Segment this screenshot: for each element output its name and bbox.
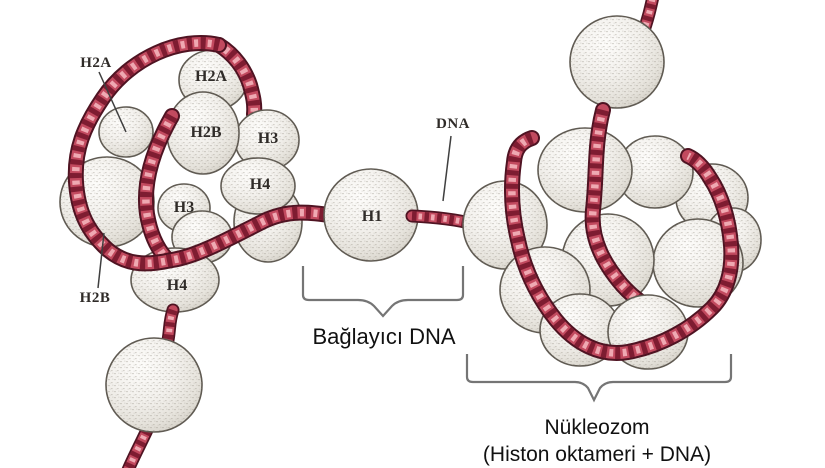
sphere-stipple (221, 158, 295, 214)
left-histone-octamer (59, 43, 336, 468)
label-nucleosome-title: Nükleozom (544, 416, 649, 439)
label-dna: DNA (436, 116, 470, 132)
label-linker-dna: Bağlayıcı DNA (312, 324, 455, 349)
sphere-stipple (106, 338, 202, 432)
pointer-line-dna (442, 135, 452, 202)
pointer-line-h2b (97, 232, 105, 289)
label-h1: H1 (362, 208, 382, 225)
label-h3-sphere: H3 (258, 130, 278, 147)
sphere-stipple (617, 136, 693, 208)
label-h2b-outer: H2B (80, 290, 111, 306)
label-h3-inner: H3 (174, 199, 194, 216)
label-h4-sphere: H4 (250, 176, 270, 193)
sphere-stipple (167, 92, 239, 174)
label-h2a-sphere: H2A (195, 68, 227, 85)
linker-dna-brace (301, 266, 465, 318)
sphere-stipple (235, 110, 299, 170)
dna-strand-to-bottom-sphere (168, 310, 173, 340)
sphere-stipple (538, 128, 632, 212)
sphere-stipple (570, 16, 664, 108)
right-histone-octamer (462, 0, 762, 370)
label-h4-lower: H4 (167, 277, 187, 294)
label-nucleosome-subtitle: (Histon oktameri + DNA) (483, 443, 711, 466)
label-h2b-sphere: H2B (190, 124, 221, 141)
pointer-line-h2a (98, 71, 127, 133)
h1-histone (323, 168, 419, 262)
sphere-stipple (324, 169, 418, 261)
nucleosome-brace (465, 354, 733, 403)
label-h2a-outer: H2A (80, 55, 112, 71)
